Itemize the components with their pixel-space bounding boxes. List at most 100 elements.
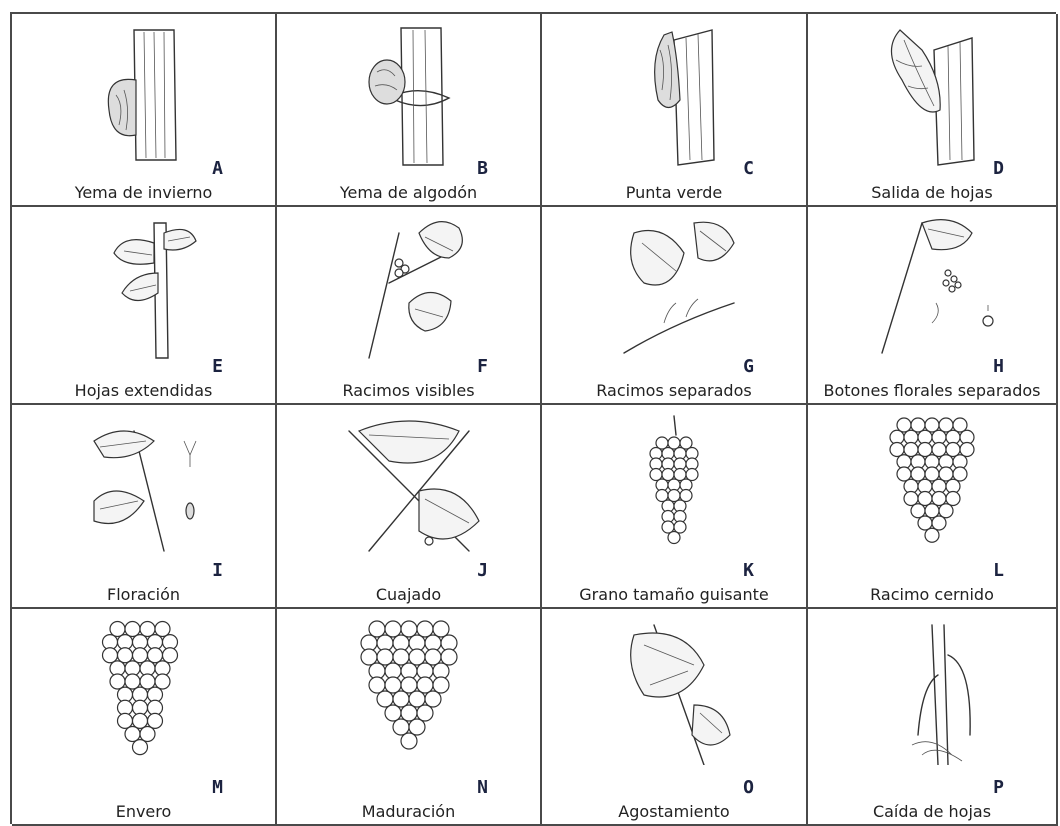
ripening-icon [329, 615, 489, 765]
stage-cell-h: H Botones florales separados [808, 207, 1058, 405]
grape-berry [125, 622, 140, 637]
stage-letter: E [212, 356, 223, 377]
grape-berry [953, 467, 967, 481]
stage-caption: Racimos visibles [277, 381, 540, 400]
grape-berry [377, 691, 393, 707]
stage-cell-f: F Racimos visibles [277, 207, 542, 405]
visible-clusters-icon [329, 213, 489, 363]
grape-berry [918, 516, 932, 530]
lignification-icon [594, 615, 754, 765]
grape-berry [441, 649, 457, 665]
stage-letter: G [743, 356, 754, 377]
grape-berry [401, 621, 417, 637]
grape-berry [385, 705, 401, 721]
separated-flower-buds-icon [852, 213, 1012, 363]
stage-cell-i: I Floración [12, 405, 277, 609]
grape-berry [939, 467, 953, 481]
winter-bud-icon [64, 20, 224, 170]
stage-letter: B [477, 158, 488, 179]
grape-berry [932, 492, 946, 506]
grape-berry [140, 727, 155, 742]
grape-berry [155, 622, 170, 637]
grape-berry [425, 649, 441, 665]
stage-caption: Floración [12, 585, 275, 604]
grape-berry [110, 622, 125, 637]
grape-berry [132, 713, 147, 728]
grape-berry [409, 691, 425, 707]
grape-berry [401, 733, 417, 749]
grape-berry [393, 719, 409, 735]
grape-berry [925, 528, 939, 542]
grape-berry [409, 719, 425, 735]
grape-berry [117, 648, 132, 663]
grape-berry [110, 674, 125, 689]
grape-berry [890, 443, 904, 457]
grape-berry [668, 532, 680, 544]
stage-letter: C [743, 158, 754, 179]
cluster-closure-icon [852, 411, 1012, 561]
grape-berry [409, 649, 425, 665]
stage-cell-n: N Maduración [277, 609, 542, 826]
fruit-set-icon [329, 411, 489, 561]
stage-caption: Botones florales separados [808, 381, 1056, 400]
grape-berry [918, 443, 932, 457]
grape-berry [911, 467, 925, 481]
stage-letter: J [477, 560, 488, 581]
grape-berry [393, 649, 409, 665]
cotton-bud-icon [329, 20, 489, 170]
stage-cell-j: J Cuajado [277, 405, 542, 609]
grape-berry [361, 649, 377, 665]
grape-berry [102, 648, 117, 663]
grape-berry [433, 677, 449, 693]
spread-leaves-icon [64, 213, 224, 363]
stage-letter: L [993, 560, 1004, 581]
stage-caption: Envero [12, 802, 275, 821]
stage-letter: M [212, 777, 223, 798]
stage-caption: Yema de algodón [277, 183, 540, 202]
stage-cell-e: E Hojas extendidas [12, 207, 277, 405]
stage-caption: Salida de hojas [808, 183, 1056, 202]
grape-berry [377, 649, 393, 665]
stage-caption: Racimo cernido [808, 585, 1056, 604]
grape-berry [417, 621, 433, 637]
grape-berry [904, 443, 918, 457]
grape-berry [162, 648, 177, 663]
grape-berry [132, 740, 147, 755]
grape-berry [925, 504, 939, 518]
flowering-icon [64, 411, 224, 561]
grape-berry [417, 677, 433, 693]
grape-berry [369, 621, 385, 637]
stage-caption: Racimos separados [542, 381, 806, 400]
grape-berry [117, 713, 132, 728]
grape-berry [147, 713, 162, 728]
grape-berry [155, 674, 170, 689]
grape-berry [932, 516, 946, 530]
grape-berry [925, 418, 939, 432]
grape-berry [125, 674, 140, 689]
stage-cell-o: O Agostamiento [542, 609, 808, 826]
grape-berry [132, 648, 147, 663]
phenology-stage-grid: A Yema de invierno B Yema de algodón C P… [10, 12, 1056, 824]
grape-berry [147, 648, 162, 663]
stage-cell-p: P Caída de hojas [808, 609, 1058, 826]
stage-caption: Caída de hojas [808, 802, 1056, 821]
grape-berry [960, 443, 974, 457]
stage-letter: F [477, 356, 488, 377]
grape-berry [897, 467, 911, 481]
stage-cell-l: L Racimo cernido [808, 405, 1058, 609]
grape-berry [393, 691, 409, 707]
green-tip-icon [594, 20, 754, 170]
leaf-emergence-icon [852, 20, 1012, 170]
separated-clusters-icon [594, 213, 754, 363]
grape-berry [401, 677, 417, 693]
grape-berry [946, 443, 960, 457]
stage-cell-c: C Punta verde [542, 14, 808, 207]
stage-cell-k: K Grano tamaño guisante [542, 405, 808, 609]
grape-berry [369, 677, 385, 693]
grape-berry [939, 504, 953, 518]
stage-caption: Cuajado [277, 585, 540, 604]
stage-caption: Hojas extendidas [12, 381, 275, 400]
stage-caption: Punta verde [542, 183, 806, 202]
grape-berry [932, 443, 946, 457]
stage-cell-m: M Envero [12, 609, 277, 826]
